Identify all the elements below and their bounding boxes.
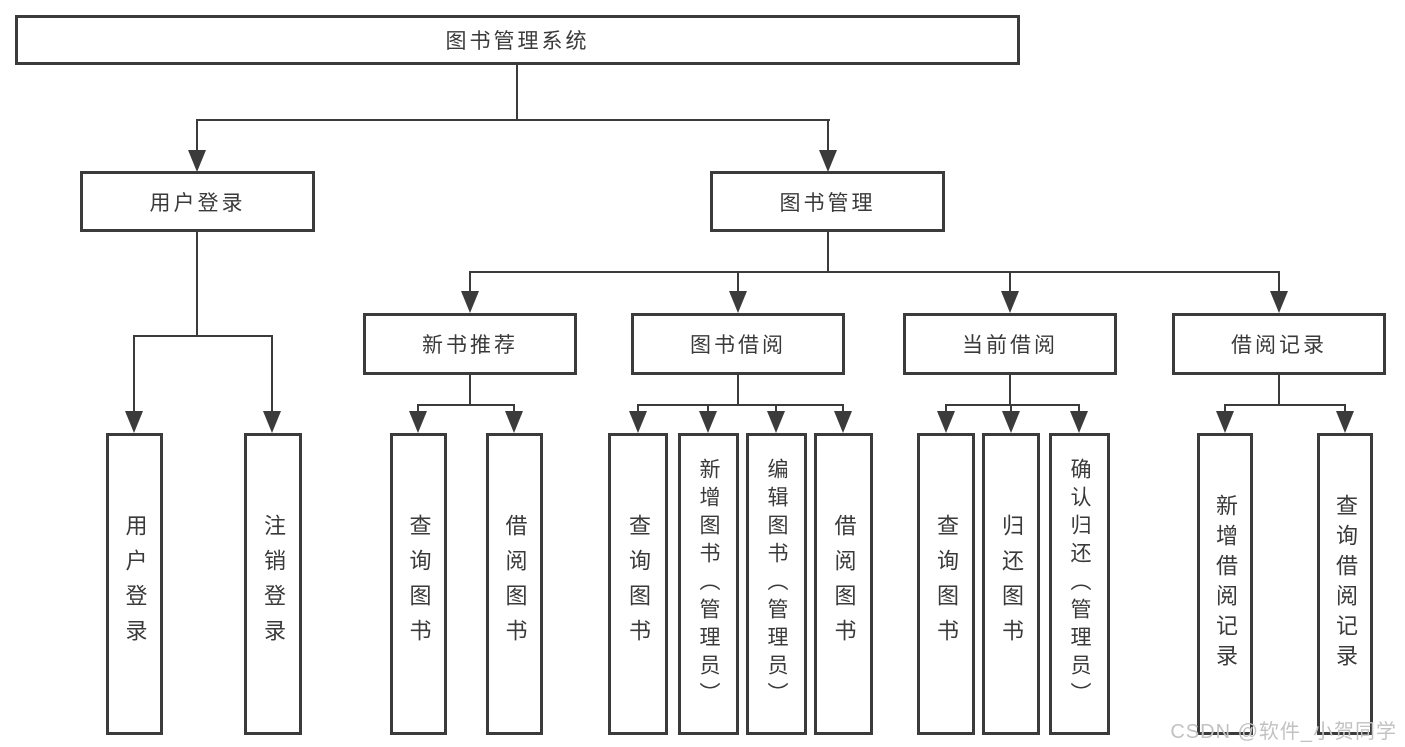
node-label: 用户登录 [149, 191, 246, 215]
leaf-label: 查询图书 [406, 514, 432, 654]
leaf-br-query-record: 查询借阅记录 [1317, 433, 1373, 735]
leaf-br-add-record: 新增借阅记录 [1197, 433, 1253, 735]
connector-arrow-bb-borrow [834, 404, 852, 433]
node-label: 新书推荐 [422, 334, 518, 357]
leaf-label: 借阅图书 [502, 514, 528, 654]
leaf-label: 查询借阅记录 [1333, 494, 1358, 674]
leaf-label: 注销登录 [261, 514, 286, 654]
connector-arrow-to-book-mgmt [819, 119, 837, 172]
leaf-label: 确认归还（管理员） [1068, 458, 1091, 710]
node-label: 借阅记录 [1231, 334, 1327, 357]
connector-book-mgmt-hline [469, 271, 1279, 273]
node-book-borrowing: 图书借阅 [631, 313, 845, 375]
leaf-nb-borrow-books: 借阅图书 [486, 433, 543, 735]
connector-arrow-br-query [1336, 404, 1354, 433]
connector-arrow-bb-add [699, 404, 717, 433]
connector-arrow-to-leaf-user-login [125, 335, 143, 433]
connector-arrow-to-new-book [461, 271, 479, 313]
node-book-mgmt: 图书管理 [710, 171, 945, 232]
node-label: 图书管理系统 [445, 30, 590, 53]
connector-root-hline [196, 119, 830, 121]
leaf-label: 查询图书 [934, 514, 959, 654]
connector-arrow-cb-query [937, 404, 955, 433]
connector-arrow-br-add [1216, 404, 1234, 433]
node-user-login: 用户登录 [80, 171, 315, 232]
connector-arrow-to-current-borrow [1001, 271, 1019, 313]
connector-root-stem [516, 65, 518, 120]
connector-arrow-bb-query [629, 404, 647, 433]
node-label: 图书借阅 [690, 334, 786, 357]
leaf-label: 借阅图书 [831, 514, 857, 654]
node-label: 图书管理 [779, 191, 876, 215]
leaf-logout: 注销登录 [244, 433, 302, 735]
leaf-label: 新增借阅记录 [1213, 494, 1238, 674]
node-label: 当前借阅 [962, 334, 1058, 357]
connector-current-borrow-hline [945, 404, 1080, 406]
leaf-cb-return-books: 归还图书 [982, 433, 1040, 735]
connector-arrow-to-user-login [188, 119, 206, 172]
leaf-bb-add-books-admin: 新增图书（管理员） [678, 433, 739, 735]
connector-new-book-hline [418, 404, 515, 406]
connector-arrow-bb-edit [767, 404, 785, 433]
connector-arrow-cb-return [1002, 404, 1020, 433]
connector-book-borrow-stem [737, 375, 739, 406]
connector-arrow-to-borrow-record [1270, 271, 1288, 313]
connector-arrow-nb-borrow [505, 404, 523, 433]
leaf-bb-borrow-books: 借阅图书 [814, 433, 873, 735]
leaf-nb-query-books: 查询图书 [390, 433, 447, 735]
csdn-watermark: CSDN @软件_小贺同学 [1170, 721, 1397, 743]
connector-user-login-stem [196, 232, 198, 336]
leaf-label: 新增图书（管理员） [697, 458, 720, 710]
connector-arrow-nb-query [409, 404, 427, 433]
node-new-book-recommend: 新书推荐 [363, 313, 577, 375]
connector-arrow-cb-confirm [1070, 404, 1088, 433]
leaf-bb-edit-books-admin: 编辑图书（管理员） [746, 433, 807, 735]
connector-new-book-stem [469, 375, 471, 406]
leaf-label: 编辑图书（管理员） [765, 458, 788, 710]
leaf-user-login: 用户登录 [106, 433, 163, 735]
leaf-cb-confirm-return-admin: 确认归还（管理员） [1049, 433, 1110, 735]
connector-user-login-hline [133, 335, 273, 337]
connector-borrow-record-hline [1224, 404, 1346, 406]
leaf-label: 用户登录 [122, 514, 148, 654]
node-borrowing-records: 借阅记录 [1172, 313, 1386, 375]
connector-borrow-record-stem [1278, 375, 1280, 406]
connector-book-mgmt-stem [827, 232, 829, 273]
connector-arrow-to-leaf-logout [263, 335, 281, 433]
connector-current-borrow-stem [1009, 375, 1011, 406]
leaf-cb-query-books: 查询图书 [917, 433, 975, 735]
node-library-system-root: 图书管理系统 [15, 15, 1020, 65]
node-current-borrowing: 当前借阅 [903, 313, 1117, 375]
leaf-bb-query-books: 查询图书 [608, 433, 668, 735]
leaf-label: 归还图书 [999, 514, 1024, 654]
connector-book-borrow-hline [637, 404, 844, 406]
leaf-label: 查询图书 [626, 514, 651, 654]
connector-arrow-to-book-borrow [729, 271, 747, 313]
